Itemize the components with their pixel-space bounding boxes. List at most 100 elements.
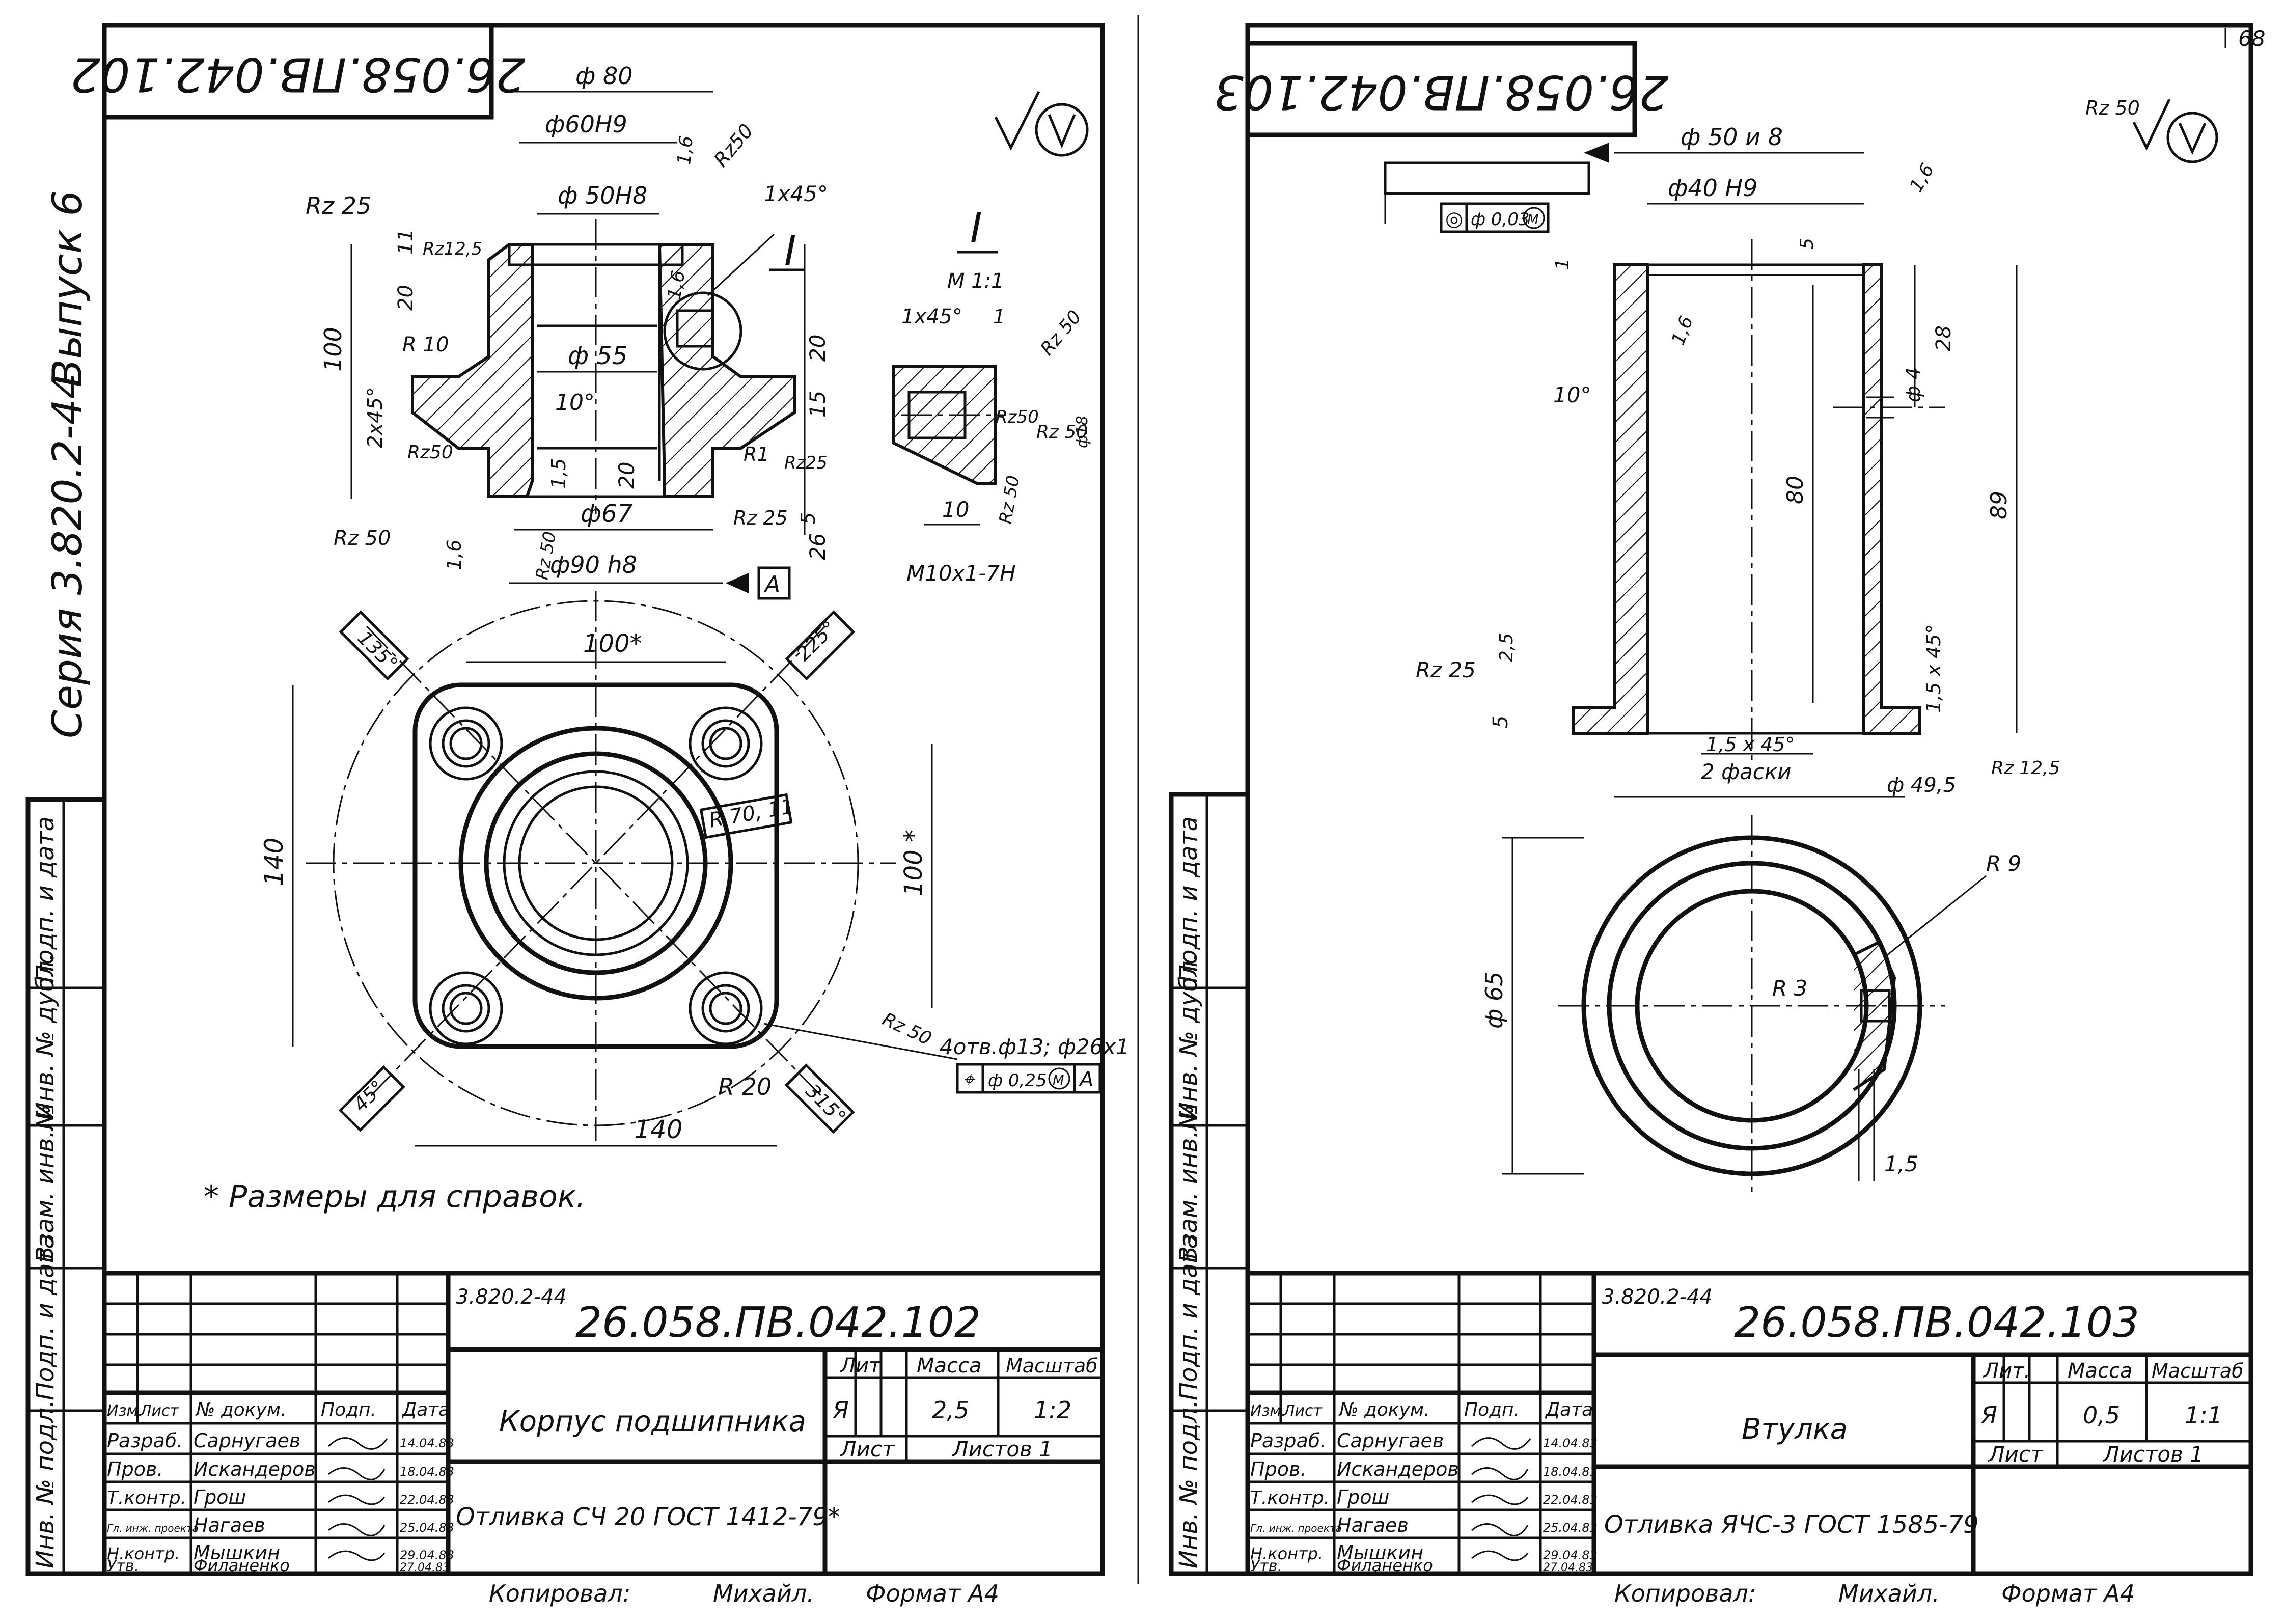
tb1-scale-h: Масштаб	[1006, 1355, 1098, 1377]
rz50-left: Rz50	[407, 442, 453, 463]
tb2-row-date: 22.04.83	[1543, 1493, 1598, 1507]
detail-rz50c: Rz50	[996, 407, 1039, 427]
rz-r1: R1	[744, 443, 769, 465]
bearing-housing-plan: 100* 100 * 140 140 R 70, 11 R 20 135° 22…	[259, 591, 1130, 1147]
detail-d18: ф18	[1073, 416, 1091, 448]
tb2-row-date: 29.04.83	[1543, 1548, 1598, 1562]
tb1-row-name: Мышкин	[194, 1542, 280, 1564]
plan-w140: 140	[634, 1115, 682, 1144]
tb2-row-name: Нагаев	[1337, 1514, 1409, 1536]
tb2-scale: 1:1	[2185, 1401, 2222, 1429]
tb2-row-date: 27.04.83	[1543, 1561, 1593, 1574]
dim-d55: ф 55	[568, 342, 627, 370]
dim-chamfer2: 2х45°	[364, 387, 387, 448]
sleeve-d65: ф 65	[1480, 972, 1508, 1029]
sleeve-v15: 1,5	[1884, 1151, 1918, 1176]
dim-h15: 1,5	[547, 458, 570, 489]
field-label-replace-2: Взам. инв.№	[1174, 1105, 1203, 1263]
detail-view-i: I М 1:1 1х45° 1 Rz 50 Rz 50 Rz50 ф18 Rz …	[892, 204, 1091, 586]
tb2-row-name: Грош	[1337, 1486, 1389, 1508]
rz25-right2: Rz 25	[733, 507, 788, 529]
detail-chamfer: 1х45°	[901, 305, 962, 328]
field-label-replace: Взам. инв.№	[31, 1105, 60, 1263]
tb2-col-doc: № докум.	[1338, 1399, 1429, 1420]
sleeve-r3: R 3	[1772, 976, 1807, 1001]
tb1-lit-h: Лит	[839, 1354, 882, 1378]
tb2-lit-h: Лит.	[1983, 1359, 2030, 1383]
tb2-row-role: Утв.	[1250, 1557, 1282, 1575]
tb1-lit-val: Я	[832, 1396, 849, 1424]
issue-label: Выпуск 6	[44, 190, 91, 387]
dim-d60: ф60Н9	[545, 111, 627, 138]
plan-h140: 140	[259, 838, 289, 886]
tb1-row-date: 14.04.83	[400, 1436, 454, 1450]
title-block-1: 3.820.2-44 26.058.ПВ.042.102 Корпус подш…	[102, 1271, 1105, 1576]
tb2-mass-h: Масса	[2068, 1359, 2133, 1383]
tb2-row-role: Т.контр.	[1250, 1488, 1330, 1508]
sleeve-h80: 80	[1782, 476, 1808, 504]
tb2-material: Отливка ЯЧС-3 ГОСТ 1585-79	[1604, 1510, 1979, 1539]
sheet-2: 26.058.ПВ.042.103 Rz 50 ф 50 и 8 ф40 Н9	[1214, 23, 2253, 1607]
f16-bottom: 1,6	[443, 540, 465, 570]
plan-ang45: 45°	[349, 1076, 389, 1116]
detail-rz50a: Rz 50	[1036, 307, 1085, 360]
detail-title: I	[970, 204, 982, 252]
tb1-row-date: 29.04.83	[400, 1548, 454, 1562]
sleeve-rz125: Rz 12,5	[1991, 758, 2060, 779]
tb2-lists: Листов 1	[2102, 1442, 2204, 1467]
coax-mod: М	[1527, 212, 1538, 228]
sleeve-ch15-right: 1,5 х 45°	[1922, 624, 1945, 713]
base-a: A	[763, 571, 780, 597]
tb1-row-role: Разраб.	[107, 1429, 183, 1452]
plan-w100: 100*	[583, 629, 642, 658]
tb2-series: 3.820.2-44	[1602, 1285, 1713, 1309]
tol-mod: М	[1053, 1073, 1064, 1088]
tb1-lists: Листов 1	[951, 1437, 1053, 1462]
dim-d67: ф67	[581, 500, 633, 528]
left-margin-fields: Инв. № подл. Подп. и дата Взам. инв.№ Ин…	[25, 792, 1250, 1576]
footer-signature-1: Михайл.	[713, 1580, 814, 1607]
rz25-right1: Rz25	[784, 453, 828, 473]
dim-h20b: 20	[805, 335, 830, 362]
tb1-col-izm: Изм.	[107, 1402, 143, 1420]
dim-h26: 26	[805, 533, 830, 560]
detail-one: 1	[993, 306, 1005, 328]
dim-h20a: 20	[394, 285, 418, 311]
tb1-row-role: Т.контр.	[107, 1488, 186, 1508]
tb2-row-role: Гл. инж. проекта	[1250, 1522, 1342, 1534]
dim-r10: R 10	[402, 333, 449, 356]
tb1-row-name: Филаненко	[194, 1556, 290, 1575]
field-label-sign2-2: Подп. и дата	[1174, 816, 1203, 983]
tb1-row-name: Сарнугаев	[194, 1429, 300, 1452]
field-label-sign1-2: Подп. и дата	[1174, 1234, 1203, 1400]
tb2-row-name: Филаненко	[1337, 1556, 1433, 1575]
tb1-col-sign: Подп.	[321, 1399, 376, 1420]
tb2-designation: 26.058.ПВ.042.103	[1734, 1299, 2139, 1347]
tb1-designation: 26.058.ПВ.042.102	[575, 1299, 981, 1347]
front-dimensions: ф 80 ф60Н9 ф 50Н8 1х45° Rz50 1,6 Rz 25 R…	[306, 62, 830, 600]
field-label-inv-2: Инв. № подл.	[1174, 1400, 1203, 1568]
tb2-row-role: Н.контр.	[1250, 1544, 1323, 1563]
footer-2: Копировал: Михайл. Формат А4	[1614, 1580, 2135, 1607]
sleeve-d50: ф 50 и 8	[1681, 123, 1783, 151]
tb1-row-role: Утв.	[107, 1557, 139, 1575]
sleeve-two-chamfers: 2 фаски	[1701, 759, 1791, 784]
surface-finish-mark-1	[994, 91, 1089, 157]
mounting-holes	[429, 706, 763, 1045]
sleeve-rz25: Rz 25	[1416, 657, 1476, 682]
plan-h100: 100 *	[899, 830, 928, 896]
tb2-row-role: Пров.	[1250, 1458, 1306, 1480]
sleeve-h28: 28	[1932, 325, 1956, 351]
sleeve-plan: R 9 R 3 ф 65 1,5	[1480, 815, 2021, 1197]
footer-1: Копировал: Михайл. Формат А4	[489, 1580, 999, 1607]
tb2-col-izm: Изм.	[1250, 1402, 1286, 1420]
sleeve-section: ф 50 и 8 ф40 Н9 ◎ ф 0,03 М 1,6 5 1 1,6 1…	[1384, 123, 2060, 798]
rz50-top: Rz50	[709, 120, 758, 171]
tb2-col-list: Лист	[1283, 1402, 1323, 1420]
sleeve-ang10: 10°	[1553, 382, 1591, 407]
dim-h5: 5	[797, 512, 819, 525]
tb1-mass: 2,5	[932, 1396, 969, 1424]
tb1-list: Лист	[839, 1437, 895, 1462]
rz25-left: Rz 25	[306, 192, 371, 219]
